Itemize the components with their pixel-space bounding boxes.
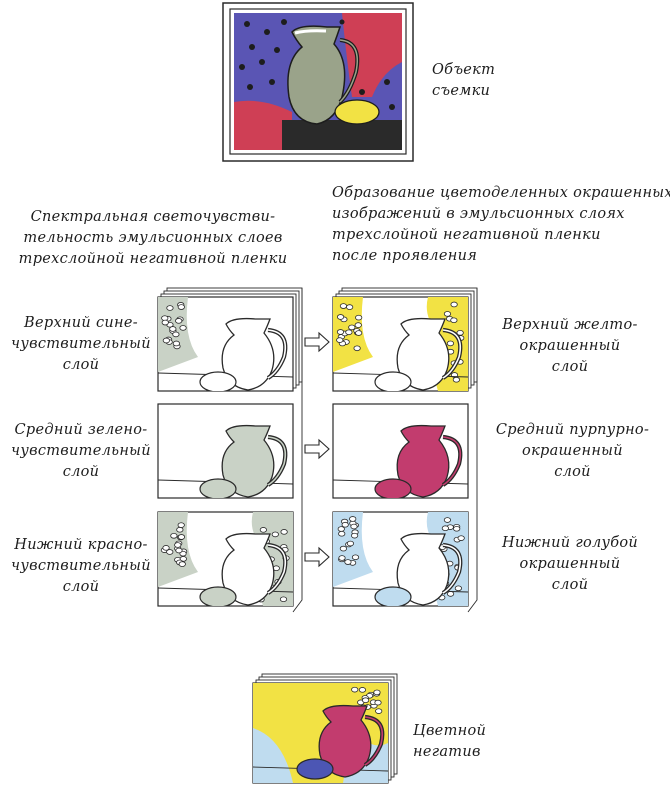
layer-1-arrow — [304, 331, 330, 353]
right-column-header: Образование цветоделенных окрашенных изо… — [332, 185, 670, 264]
layer-3-arrow — [304, 546, 330, 568]
layer-2-right-label: Средний пурпурно- окрашенный слой — [495, 422, 650, 480]
negative-label: Цветной негатив — [413, 723, 487, 760]
layer-2-left-label: Средний зелено- чувствительный слой — [11, 422, 151, 480]
object-label: Объект съемки — [432, 62, 496, 99]
left-column-header: Спектральная светочувстви- тельность эму… — [18, 209, 288, 267]
layer-3-left-label: Нижний красно- чувствительный слой — [11, 537, 151, 595]
layer-3-right-label: Нижний голубой окрашенный слой — [501, 535, 639, 593]
layer-1-left-label: Верхний сине- чувствительный слой — [11, 315, 151, 373]
object-photo — [222, 2, 414, 162]
object-illustration — [222, 2, 414, 162]
layer-1-right-label: Верхний желто- окрашенный слой — [502, 317, 638, 375]
color-negative-illustration — [252, 682, 389, 784]
layer-2-arrow — [304, 438, 330, 460]
